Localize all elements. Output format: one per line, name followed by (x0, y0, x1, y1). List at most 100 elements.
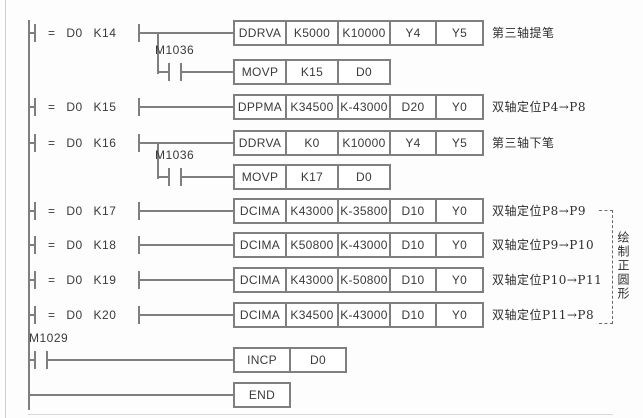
compare-contact-icon (34, 24, 36, 42)
no-contact-icon (168, 168, 170, 186)
compare-contact-icon (34, 236, 36, 254)
instruction-cell: K0 (287, 132, 339, 154)
contact-device-label: M1036 (155, 43, 195, 57)
wire (140, 106, 233, 108)
compare-contact-icon (34, 202, 36, 220)
no-contact-icon (180, 63, 182, 81)
no-contact-icon (180, 168, 182, 186)
instruction-cell: END (248, 388, 276, 402)
wire (28, 314, 34, 316)
instruction-cell: K-43000 (339, 304, 391, 326)
wire (28, 279, 34, 281)
instruction-box: END (233, 382, 291, 408)
compare-contact-icon (34, 306, 36, 324)
instruction-cell: Y0 (451, 273, 468, 287)
wire (182, 71, 233, 73)
rung-comment: 双轴定位P10→P11 (492, 273, 603, 287)
rung-comment: 第三轴下笔 (492, 136, 555, 150)
rung-branch-m1036-a: M1036 MOVP K15 D0 (0, 43, 643, 85)
instruction-cell: Y0 (451, 204, 468, 218)
rung-compare-k17: = D0 K17 DCIMA K43000 K-35800 D10 Y0 双轴定… (0, 198, 643, 224)
instruction-cell: MOVP (235, 166, 287, 188)
instruction-cell: Y4 (391, 22, 437, 44)
instruction-cell: DPPMA (235, 96, 287, 118)
rung-comment: 双轴定位P4→P8 (492, 100, 586, 114)
compare-contact-icon (138, 236, 140, 254)
compare-contact-icon (138, 134, 140, 152)
instruction-cell: D0 (356, 65, 372, 79)
compare-contact-label: = D0 K19 (48, 273, 117, 287)
instruction-cell: D10 (391, 234, 437, 256)
wire (140, 314, 233, 316)
instruction-cell: K-43000 (339, 234, 391, 256)
instruction-box: DCIMA K43000 K-50800 D10 Y0 (233, 267, 484, 293)
wire (28, 210, 34, 212)
instruction-cell: K10000 (339, 132, 391, 154)
no-contact-icon (168, 63, 170, 81)
branch-line (157, 33, 159, 74)
instruction-cell: Y0 (451, 308, 468, 322)
rung-compare-k16: = D0 K16 DDRVA K0 K10000 Y4 Y5 第三轴下笔 (0, 130, 643, 156)
instruction-cell: Y4 (391, 132, 437, 154)
instruction-box: DDRVA K5000 K10000 Y4 Y5 (233, 20, 484, 46)
instruction-cell: K43000 (287, 200, 339, 222)
instruction-box: MOVP K15 D0 (233, 59, 391, 85)
instruction-cell: K-43000 (339, 96, 391, 118)
compare-contact-icon (138, 24, 140, 42)
wire (140, 32, 233, 34)
instruction-cell: DCIMA (235, 304, 287, 326)
instruction-cell: MOVP (235, 61, 287, 83)
left-power-rail (28, 20, 30, 410)
instruction-cell: Y0 (451, 100, 468, 114)
instruction-cell: Y0 (451, 238, 468, 252)
wire (157, 176, 168, 178)
instruction-cell: D0 (310, 353, 326, 367)
compare-contact-label: = D0 K20 (48, 308, 117, 322)
wire (182, 176, 233, 178)
instruction-cell: K50800 (287, 234, 339, 256)
instruction-cell: D10 (391, 269, 437, 291)
wire (48, 359, 233, 361)
no-contact-icon (46, 351, 48, 369)
instruction-cell: INCP (235, 349, 291, 371)
rung-branch-m1036-b: M1036 MOVP K17 D0 (0, 148, 643, 190)
page-bottom-edge-line (28, 414, 613, 415)
instruction-cell: K15 (287, 61, 339, 83)
instruction-cell: K-50800 (339, 269, 391, 291)
instruction-cell: K17 (287, 166, 339, 188)
compare-contact-label: = D0 K14 (48, 26, 117, 40)
wire (157, 71, 168, 73)
wire (140, 142, 233, 144)
rung-comment: 第三轴提笔 (492, 26, 555, 40)
rung-compare-k20: = D0 K20 DCIMA K34500 K-43000 D10 Y0 双轴定… (0, 302, 643, 328)
instruction-cell: K5000 (287, 22, 339, 44)
compare-contact-label: = D0 K18 (48, 238, 117, 252)
instruction-cell: Y5 (451, 26, 468, 40)
page-edge-line (5, 0, 6, 418)
instruction-cell: K43000 (287, 269, 339, 291)
instruction-cell: K-35800 (339, 200, 391, 222)
wire (28, 106, 34, 108)
instruction-box: DPPMA K34500 K-43000 D20 Y0 (233, 94, 484, 120)
no-contact-icon (34, 351, 36, 369)
contact-device-label: M1036 (155, 148, 195, 162)
instruction-cell: DCIMA (235, 269, 287, 291)
compare-contact-icon (34, 98, 36, 116)
instruction-cell: DDRVA (235, 132, 287, 154)
instruction-box: DDRVA K0 K10000 Y4 Y5 (233, 130, 484, 156)
instruction-box: INCP D0 (233, 347, 347, 373)
instruction-box: DCIMA K50800 K-43000 D10 Y0 (233, 232, 484, 258)
instruction-cell: D0 (356, 170, 372, 184)
instruction-cell: D10 (391, 304, 437, 326)
compare-contact-icon (138, 98, 140, 116)
compare-contact-label: = D0 K16 (48, 136, 117, 150)
rung-compare-k18: = D0 K18 DCIMA K50800 K-43000 D10 Y0 双轴定… (0, 232, 643, 258)
wire (28, 359, 34, 361)
contact-device-label: M1029 (29, 331, 69, 345)
wire (140, 279, 233, 281)
compare-contact-label: = D0 K17 (48, 204, 117, 218)
wire (28, 394, 233, 396)
rung-end: END (0, 382, 643, 408)
instruction-cell: Y5 (451, 136, 468, 150)
